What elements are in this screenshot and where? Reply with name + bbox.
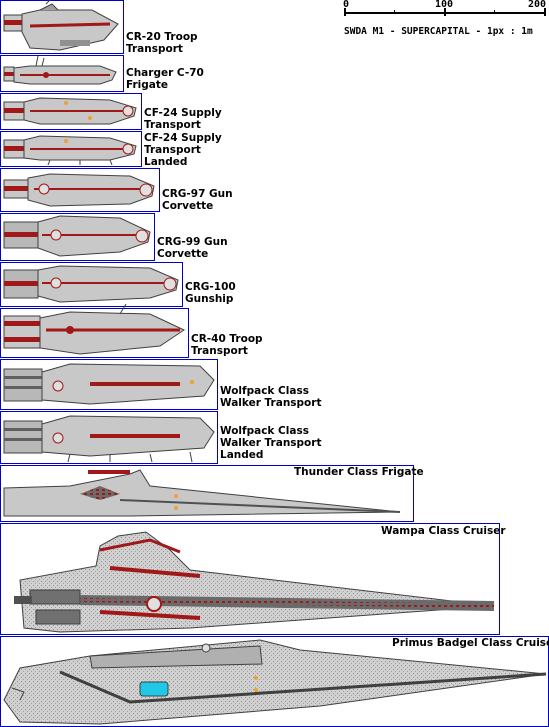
ship-cf24-landed xyxy=(3,135,137,166)
ship-wolfpack-landed xyxy=(3,415,215,463)
ship-crg97 xyxy=(3,173,155,207)
label-primus: Primus Badgel Class Cruiser xyxy=(392,637,549,649)
ship-frame-crg97 xyxy=(0,168,160,212)
ship-crg99 xyxy=(3,215,151,257)
scale-tick-200: 200 xyxy=(528,0,547,10)
ship-frame-cf24-landed xyxy=(0,131,142,167)
ship-frame-cr20 xyxy=(0,0,124,54)
ship-primus xyxy=(3,639,547,725)
scale-tick-100: 100 xyxy=(435,0,454,10)
ship-crg100 xyxy=(3,265,179,303)
ship-wolfpack xyxy=(3,363,215,405)
ship-cr20 xyxy=(3,0,119,51)
scale-caption: SWDA M1 - SUPERCAPITAL - 1px : 1m xyxy=(344,26,533,37)
ship-frame-crg99 xyxy=(0,213,155,261)
ship-frame-wolfpack-landed xyxy=(0,411,218,464)
ship-frame-thunder xyxy=(0,465,414,522)
ship-wampa xyxy=(14,531,495,633)
ship-frame-charger xyxy=(0,55,124,92)
ship-cr40 xyxy=(3,303,186,355)
ship-charger xyxy=(3,55,117,85)
ship-frame-cr40 xyxy=(0,308,189,358)
ship-thunder xyxy=(3,469,401,517)
ship-frame-wampa xyxy=(0,523,500,635)
ship-frame-cf24 xyxy=(0,93,142,130)
label-thunder: Thunder Class Frigate xyxy=(294,466,424,478)
ship-frame-crg100 xyxy=(0,262,183,307)
ship-cf24 xyxy=(3,97,137,125)
scale-ruler xyxy=(344,8,546,16)
label-wampa: Wampa Class Cruiser xyxy=(381,525,506,537)
ship-frame-wolfpack xyxy=(0,359,218,410)
scale-bar: 0 100 200 SWDA M1 - SUPERCAPITAL - 1px :… xyxy=(340,0,549,40)
scale-tick-0: 0 xyxy=(343,0,350,10)
